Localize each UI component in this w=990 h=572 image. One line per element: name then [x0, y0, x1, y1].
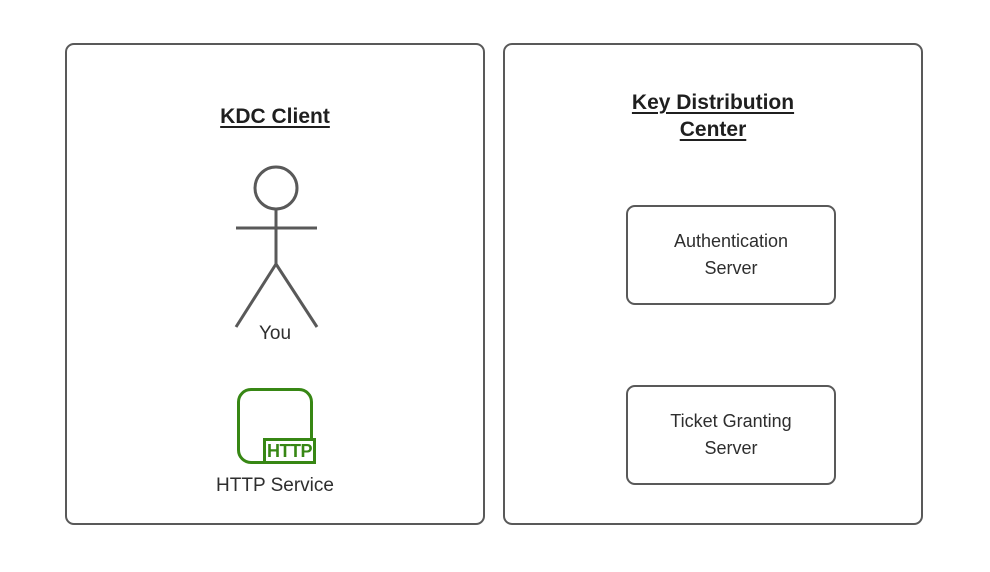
actor-label: You	[258, 323, 292, 344]
ticket-granting-server-node: Ticket Granting Server	[626, 385, 836, 485]
kdc-title: Key Distribution Center	[631, 91, 795, 141]
http-service-label: HTTP Service	[216, 475, 334, 496]
http-service-icon: HTTP	[237, 388, 317, 468]
kdc-client-title: KDC Client	[220, 105, 330, 128]
stick-figure-icon	[234, 165, 319, 328]
kdc-client-panel: KDC Client You HTTP HTTP Service	[65, 43, 485, 525]
authentication-server-label: Authentication Server	[673, 231, 789, 278]
ticket-granting-server-label: Ticket Granting Server	[670, 411, 792, 458]
http-badge: HTTP	[263, 438, 316, 464]
key-distribution-center-panel: Key Distribution Center Authentication S…	[503, 43, 923, 525]
authentication-server-node: Authentication Server	[626, 205, 836, 305]
